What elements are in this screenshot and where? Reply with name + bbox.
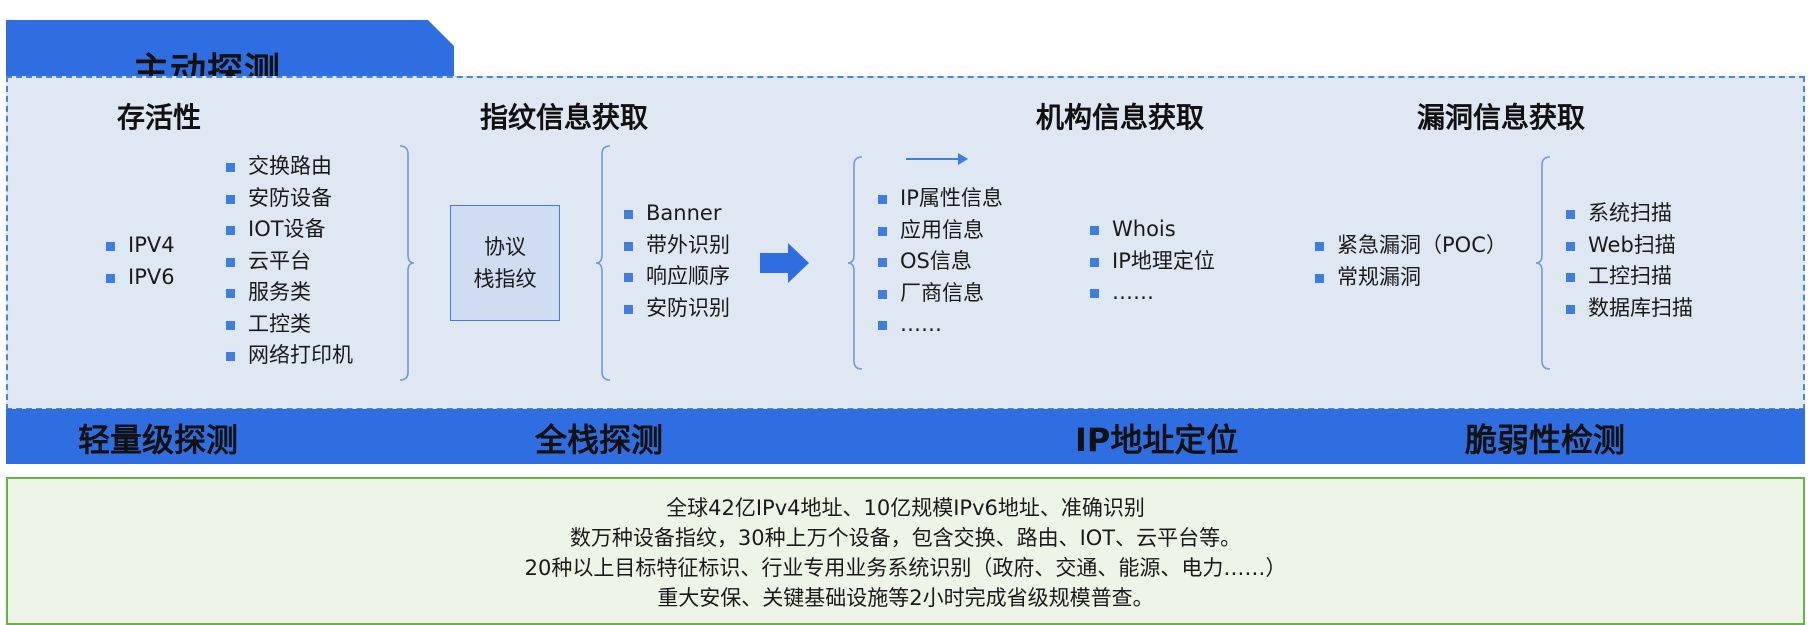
liveness-ip-list: IPV4 IPV6 bbox=[106, 230, 175, 293]
protocol-stack-box: 协议 栈指纹 bbox=[450, 205, 560, 321]
heading-organization: 机构信息获取 bbox=[1036, 101, 1205, 134]
vulnerability-list-left: 紧急漏洞（POC） 常规漏洞 bbox=[1315, 230, 1507, 293]
summary-line: 20种以上目标特征标识、行业专用业务系统识别（政府、交通、能源、电力……） bbox=[524, 556, 1287, 580]
list-item: 系统扫描 bbox=[1566, 198, 1693, 230]
list-item: 工控扫描 bbox=[1566, 261, 1693, 293]
organization-list-left: IP属性信息 应用信息 OS信息 厂商信息 …… bbox=[878, 183, 1003, 341]
summary-line: 数万种设备指纹，30种上万个设备，包含交换、路由、IOT、云平台等。 bbox=[569, 526, 1242, 550]
heading-vulnerability: 漏洞信息获取 bbox=[1417, 101, 1586, 134]
list-item: IPV4 bbox=[106, 230, 175, 262]
list-item: Banner bbox=[624, 198, 730, 230]
list-item: 工控类 bbox=[226, 309, 353, 341]
summary-line: 重大安保、关键基础设施等2小时完成省级规模普查。 bbox=[657, 586, 1154, 610]
protocol-box-line: 协议 bbox=[484, 235, 526, 259]
list-item: 安防设备 bbox=[226, 183, 353, 215]
title-tab: 主动探测 bbox=[6, 20, 454, 92]
list-item: OS信息 bbox=[878, 246, 1003, 278]
category-label-fullstack: 全栈探测 bbox=[535, 421, 664, 459]
list-item: 带外识别 bbox=[624, 230, 730, 262]
list-item: 交换路由 bbox=[226, 151, 353, 183]
heading-liveness: 存活性 bbox=[117, 101, 202, 134]
list-item: 服务类 bbox=[226, 277, 353, 309]
fingerprint-list: Banner 带外识别 响应顺序 安防识别 bbox=[624, 198, 730, 324]
list-item: Whois bbox=[1090, 214, 1215, 246]
list-item: 数据库扫描 bbox=[1566, 293, 1693, 325]
list-item: IOT设备 bbox=[226, 214, 353, 246]
list-item: IP地理定位 bbox=[1090, 246, 1215, 278]
summary-box: 全球42亿IPv4地址、10亿规模IPv6地址、准确识别 数万种设备指纹，30种… bbox=[6, 477, 1805, 625]
category-label-lightweight: 轻量级探测 bbox=[78, 421, 239, 459]
list-item: 应用信息 bbox=[878, 215, 1003, 247]
organization-list-right: Whois IP地理定位 …… bbox=[1090, 214, 1215, 309]
category-bar bbox=[6, 409, 1805, 464]
protocol-box-line: 栈指纹 bbox=[473, 267, 537, 291]
summary-line: 全球42亿IPv4地址、10亿规模IPv6地址、准确识别 bbox=[666, 496, 1145, 520]
list-item: …… bbox=[1090, 277, 1215, 309]
list-item: 紧急漏洞（POC） bbox=[1315, 230, 1507, 262]
category-label-vulnerability: 脆弱性检测 bbox=[1465, 421, 1626, 459]
list-item: 云平台 bbox=[226, 246, 353, 278]
main-panel bbox=[6, 76, 1805, 410]
list-item: Web扫描 bbox=[1566, 230, 1693, 262]
liveness-device-list: 交换路由 安防设备 IOT设备 云平台 服务类 工控类 网络打印机 bbox=[226, 151, 353, 372]
list-item: 常规漏洞 bbox=[1315, 262, 1507, 294]
list-item: 安防识别 bbox=[624, 293, 730, 325]
category-label-ip-location: IP地址定位 bbox=[1075, 421, 1239, 459]
title-tab-shape bbox=[6, 20, 454, 78]
list-item: IP属性信息 bbox=[878, 183, 1003, 215]
list-item: 响应顺序 bbox=[624, 261, 730, 293]
list-item: IPV6 bbox=[106, 262, 175, 294]
heading-fingerprint: 指纹信息获取 bbox=[480, 101, 649, 134]
list-item: 网络打印机 bbox=[226, 340, 353, 372]
summary-lines: 全球42亿IPv4地址、10亿规模IPv6地址、准确识别 数万种设备指纹，30种… bbox=[8, 493, 1803, 613]
list-item: 厂商信息 bbox=[878, 278, 1003, 310]
list-item: …… bbox=[878, 309, 1003, 341]
vulnerability-list-right: 系统扫描 Web扫描 工控扫描 数据库扫描 bbox=[1566, 198, 1693, 324]
